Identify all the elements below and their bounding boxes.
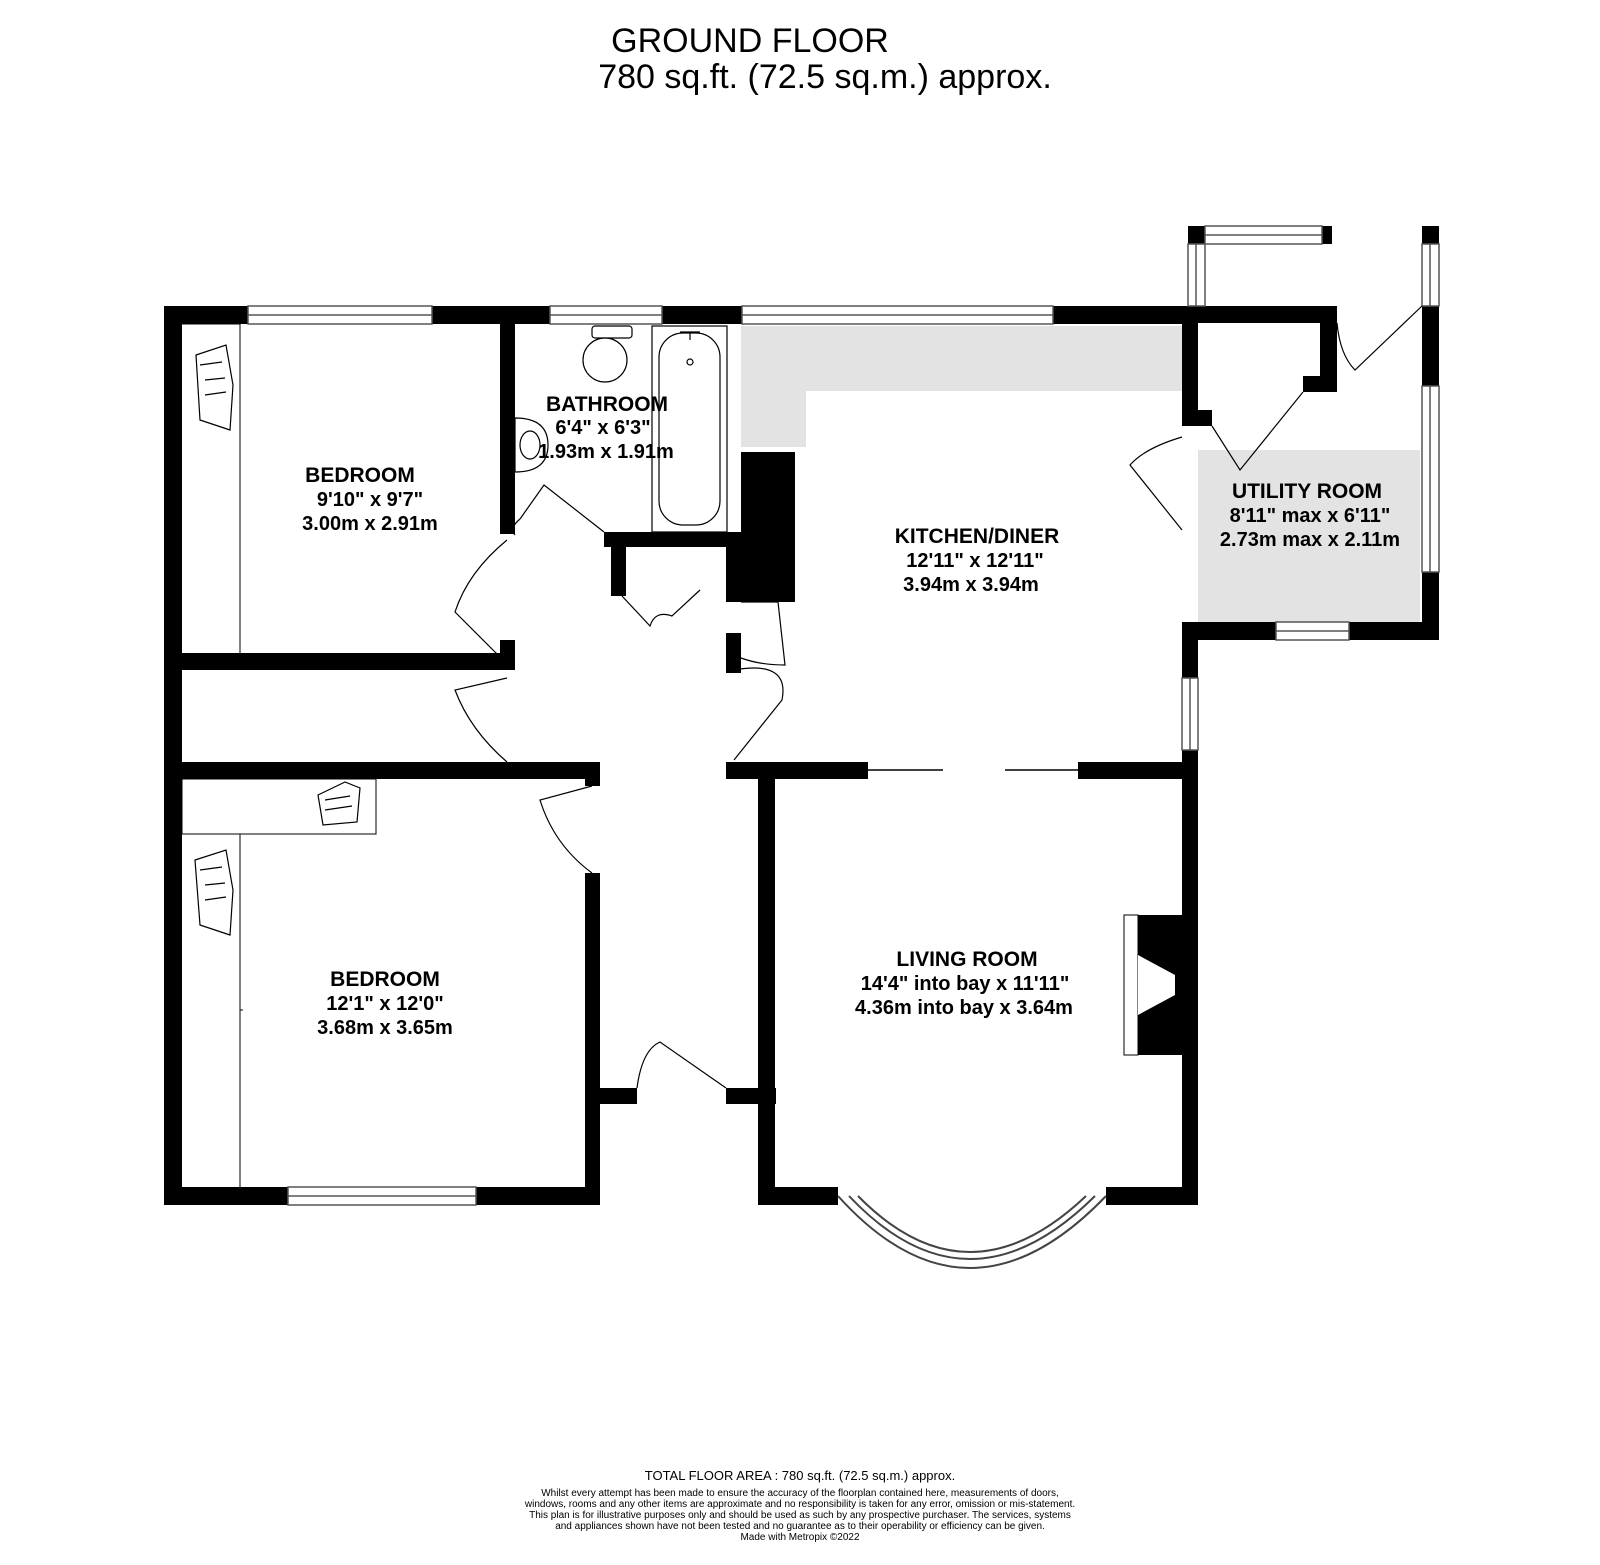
room-name: BATHROOM — [546, 393, 668, 416]
room-kitchen-diner: KITCHEN/DINER 12'11" x 12'11" 3.94m x 3.… — [895, 525, 1060, 596]
room-metric: 1.93m x 1.91m — [538, 441, 674, 463]
room-bedroom-2: BEDROOM 12'1" x 12'0" 3.68m x 3.65m — [317, 968, 453, 1039]
room-living: LIVING ROOM 14'4" into bay x 11'11" 4.36… — [855, 948, 1073, 1019]
room-metric: 3.68m x 3.65m — [317, 1017, 453, 1039]
room-name: BEDROOM — [305, 464, 415, 487]
windows — [247, 225, 1440, 1206]
fireplace — [1123, 914, 1175, 1056]
room-metric: 2.73m max x 2.11m — [1220, 529, 1400, 551]
walls — [164, 226, 1439, 1205]
hanger-icon — [317, 781, 361, 826]
room-imperial: 8'11" max x 6'11" — [1230, 505, 1391, 527]
room-imperial: 9'10" x 9'7" — [317, 489, 423, 511]
bath-icon — [651, 325, 728, 533]
sink-icon — [514, 417, 549, 473]
hanger-icon — [194, 849, 234, 936]
hanger-icon — [195, 344, 234, 431]
room-metric: 3.94m x 3.94m — [903, 574, 1039, 596]
bay-window — [837, 1195, 1107, 1269]
room-utility: UTILITY ROOM 8'11" max x 6'11" 2.73m max… — [1220, 480, 1400, 551]
disclaimer: Whilst every attempt has been made to en… — [524, 1488, 1076, 1532]
total-floor-area: TOTAL FLOOR AREA : 780 sq.ft. (72.5 sq.m… — [644, 1468, 956, 1483]
room-imperial: 14'4" into bay x 11'11" — [861, 973, 1070, 995]
footer: TOTAL FLOOR AREA : 780 sq.ft. (72.5 sq.m… — [0, 1468, 1600, 1543]
room-name: UTILITY ROOM — [1232, 480, 1382, 503]
room-bathroom: BATHROOM 6'4" x 6'3" 1.93m x 1.91m — [538, 393, 674, 463]
wardrobe-icons — [194, 344, 361, 936]
room-metric: 3.00m x 2.91m — [302, 513, 438, 535]
room-bedroom-1: BEDROOM 9'10" x 9'7" 3.00m x 2.91m — [302, 464, 438, 535]
made-with: Made with Metropix ©2022 — [740, 1532, 860, 1543]
floor-title: GROUND FLOOR — [611, 22, 889, 60]
bathroom-fixtures — [514, 325, 728, 533]
worktops — [741, 326, 1420, 622]
room-name: BEDROOM — [330, 968, 440, 991]
toilet-icon — [582, 325, 633, 383]
room-metric: 4.36m into bay x 3.64m — [855, 997, 1073, 1019]
wardrobes — [181, 323, 377, 1187]
kitchen-worktop — [741, 326, 1185, 447]
floor-area: 780 sq.ft. (72.5 sq.m.) approx. — [598, 58, 1052, 96]
room-imperial: 6'4" x 6'3" — [555, 417, 650, 439]
room-name: KITCHEN/DINER — [895, 525, 1060, 548]
room-imperial: 12'1" x 12'0" — [326, 993, 443, 1015]
doors — [454, 305, 1423, 1089]
room-imperial: 12'11" x 12'11" — [906, 550, 1044, 572]
utility-worktop — [1198, 450, 1420, 622]
room-name: LIVING ROOM — [896, 948, 1037, 971]
